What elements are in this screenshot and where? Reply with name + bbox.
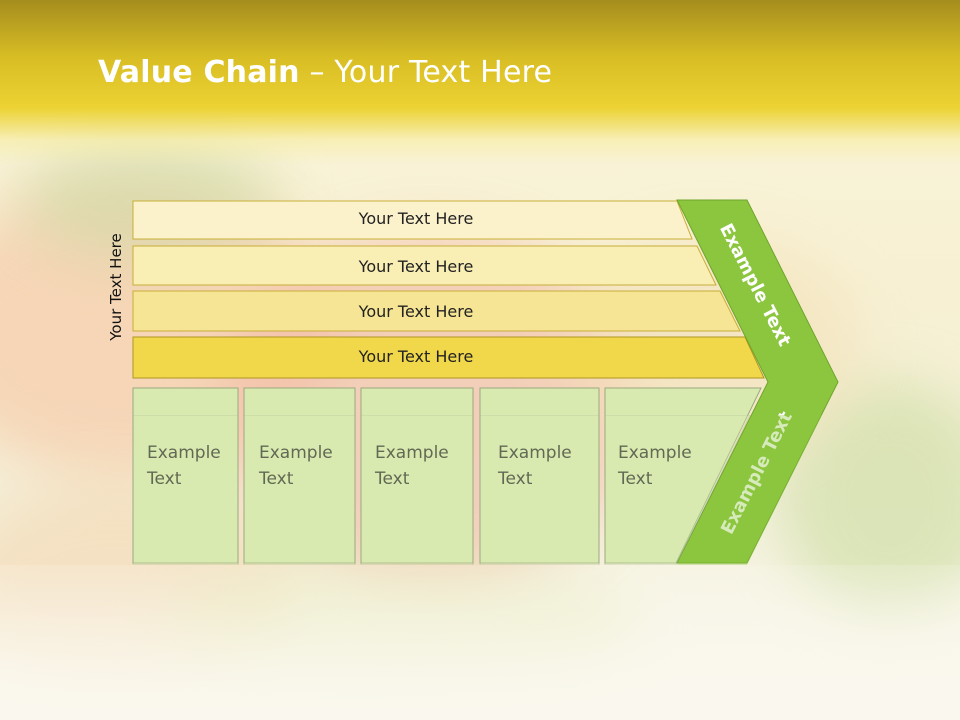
bar-3-label: Your Text Here (358, 302, 474, 321)
box-2-line1: Example (259, 443, 333, 463)
bar-4-label: Your Text Here (358, 347, 474, 366)
title-rest: – Your Text Here (299, 55, 553, 90)
box-1-line2: Text (147, 469, 182, 489)
bar-3 (132, 290, 741, 332)
box-2-line2: Text (259, 469, 294, 489)
bar-4 (132, 336, 765, 379)
box-1-line1: Example (147, 443, 221, 463)
box-5-line1: Example (618, 443, 692, 463)
bar-1-label: Your Text Here (358, 209, 474, 228)
box-2 (243, 387, 356, 564)
box-5-line2: Text (618, 469, 653, 489)
title-banner (0, 0, 960, 165)
box-3-line1: Example (375, 443, 449, 463)
bar-2 (132, 245, 717, 286)
bar-1 (132, 200, 693, 240)
box-3 (360, 387, 474, 564)
box-4-line1: Example (498, 443, 572, 463)
box-4-line2: Text (498, 469, 533, 489)
bar-2-label: Your Text Here (358, 257, 474, 276)
box-3-line2: Text (375, 469, 410, 489)
chevron-arrow (676, 199, 839, 564)
box-5 (604, 387, 762, 564)
box-1 (132, 387, 239, 564)
reflection-fade (0, 565, 960, 720)
box-4 (479, 387, 600, 564)
slide-title: Value Chain – Your Text Here (98, 55, 552, 90)
title-bold: Value Chain (98, 55, 300, 90)
